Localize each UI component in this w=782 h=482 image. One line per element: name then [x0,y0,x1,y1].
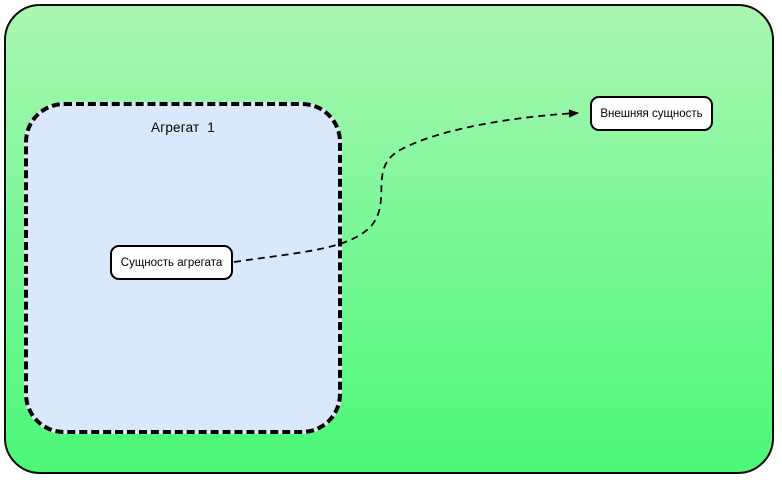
node-aggregate-entity-label: Сущность агрегата [120,256,223,269]
outer-context-container[interactable]: Агрегат 1 [4,4,774,474]
node-external-entity[interactable]: Внешняя сущность [590,96,713,131]
aggregate-title-label: Агрегат 1 [151,120,215,135]
node-aggregate-entity[interactable]: Сущность агрегата [110,245,233,280]
node-external-entity-label: Внешняя сущность [600,107,703,120]
